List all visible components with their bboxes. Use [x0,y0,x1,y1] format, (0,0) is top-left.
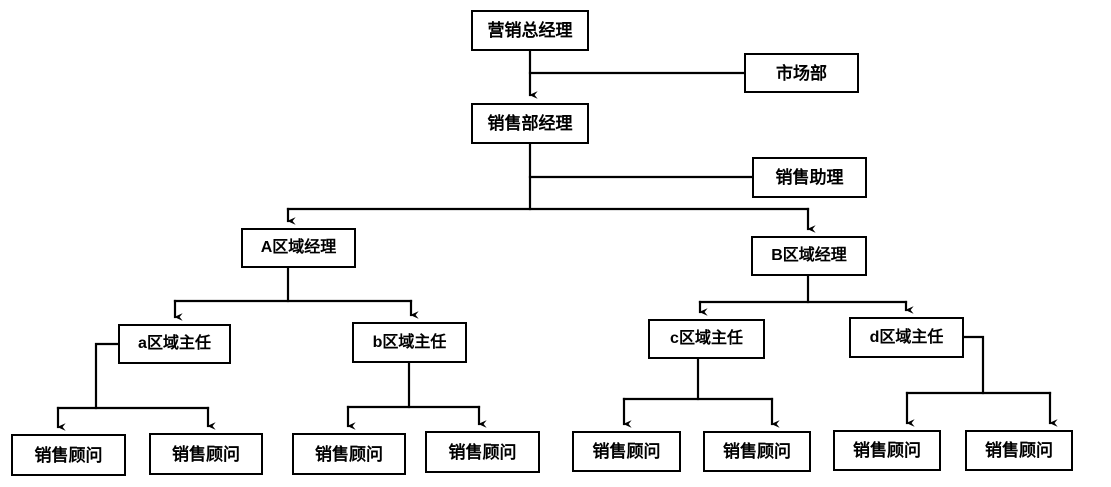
node-marketing-general-manager[interactable]: 营销总经理 [471,10,589,51]
node-region-d-director[interactable]: d区域主任 [849,317,964,358]
node-label: 销售顾问 [315,444,383,464]
node-label: A区域经理 [260,239,337,256]
node-label: 销售顾问 [34,445,103,465]
node-label: 市场部 [776,63,827,83]
node-sales-consultant-3[interactable]: 销售顾问 [292,433,406,475]
edge-director-d-side-exit [962,335,985,395]
node-region-a-manager[interactable]: A区域经理 [241,228,356,268]
node-label: 营销总经理 [487,21,573,40]
node-label: 销售顾问 [853,441,921,460]
node-marketing-department[interactable]: 市场部 [744,53,859,93]
node-label: c区域主任 [670,330,743,347]
node-label: d区域主任 [869,328,944,346]
node-sales-consultant-5[interactable]: 销售顾问 [572,431,681,472]
node-sales-consultant-1[interactable]: 销售顾问 [11,434,126,476]
node-label: 销售部经理 [487,114,573,133]
node-label: 销售顾问 [985,441,1053,460]
node-label: 销售顾问 [448,442,517,462]
node-label: a区域主任 [138,335,211,352]
node-sales-consultant-4[interactable]: 销售顾问 [425,431,540,473]
node-region-c-director[interactable]: c区域主任 [648,319,765,359]
node-sales-department-manager[interactable]: 销售部经理 [471,103,589,144]
node-sales-consultant-6[interactable]: 销售顾问 [703,431,811,472]
node-label: b区域主任 [372,333,447,351]
node-sales-consultant-7[interactable]: 销售顾问 [833,430,941,471]
node-label: 销售顾问 [723,442,791,461]
node-sales-consultant-8[interactable]: 销售顾问 [965,430,1073,471]
node-label: 销售顾问 [592,442,661,461]
node-label: B区域经理 [771,247,847,264]
node-sales-assistant[interactable]: 销售助理 [752,157,867,198]
node-label: 销售助理 [775,168,844,187]
node-region-b-manager[interactable]: B区域经理 [751,236,867,276]
node-label: 销售顾问 [172,444,240,464]
node-region-b-director[interactable]: b区域主任 [352,322,467,363]
node-sales-consultant-2[interactable]: 销售顾问 [149,433,263,475]
edge-director-a-side-exit [94,342,120,410]
node-region-a-director[interactable]: a区域主任 [118,324,231,364]
